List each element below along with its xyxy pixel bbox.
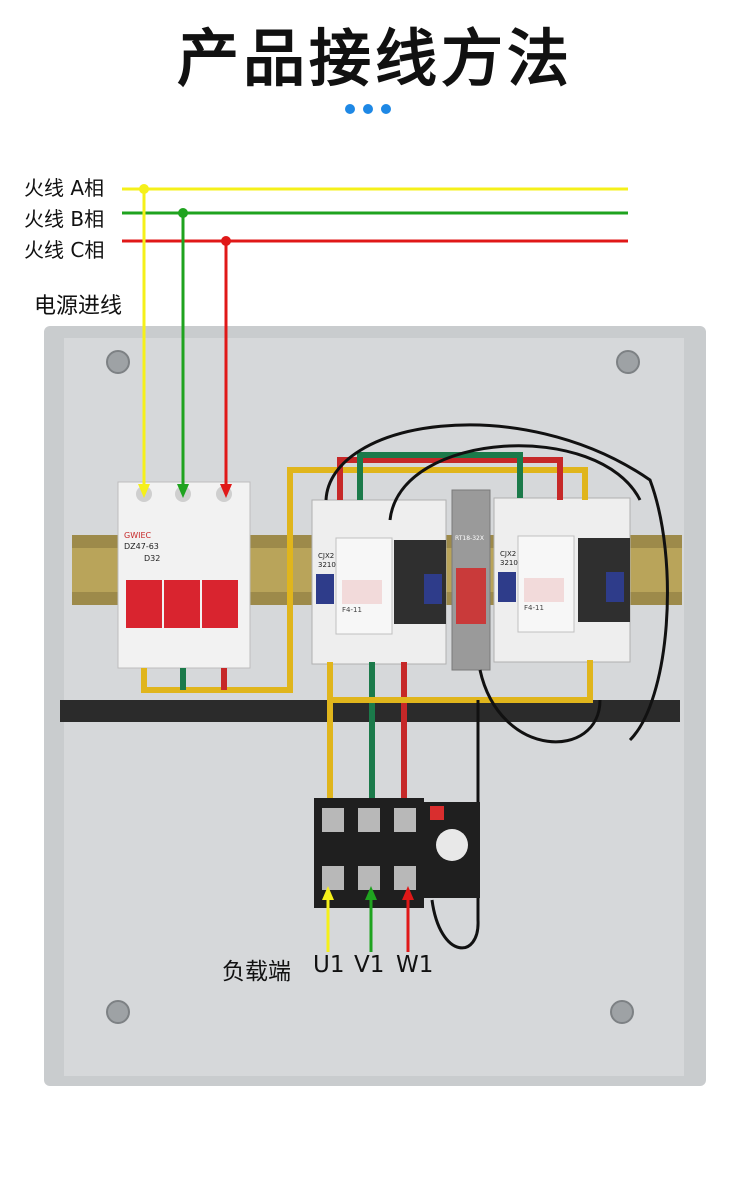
breaker-brand: GWIEC xyxy=(124,531,152,540)
circuit-breaker: GWIEC DZ47-63 D32 xyxy=(117,481,251,669)
contactor-2: CJX2 3210 F4-11 xyxy=(493,497,631,663)
phase-a-node xyxy=(139,184,149,194)
fuse-holder: RT18-32X xyxy=(451,489,491,671)
phase-a-arrow xyxy=(138,484,150,498)
corner-screws xyxy=(106,350,640,1024)
decorative-dots xyxy=(345,104,405,116)
phase-c-label: 火线 C相 xyxy=(24,238,105,262)
terminal-v1-label: V1 xyxy=(354,952,385,978)
load-v1-arrow xyxy=(365,886,377,900)
phase-b-node xyxy=(178,208,188,218)
contactor-2-code: 3210 xyxy=(500,559,518,567)
thermal-relay xyxy=(424,802,480,898)
page-title: 产品接线方法 xyxy=(176,22,573,95)
terminal-u1-label: U1 xyxy=(313,952,345,978)
phase-c-node xyxy=(221,236,231,246)
contactor-2-aux: F4-11 xyxy=(524,604,544,612)
contactor-1-model: CJX2 xyxy=(318,552,334,560)
contactor-1-aux: F4-11 xyxy=(342,606,362,614)
black-control-wires xyxy=(324,423,669,950)
contactor-1: CJX2 3210 F4-11 xyxy=(311,499,447,665)
internal-wiring xyxy=(141,452,593,800)
breaker-rating: D32 xyxy=(144,554,160,563)
contactor-2-model: CJX2 xyxy=(500,550,516,558)
dot xyxy=(381,104,391,114)
breaker-model: DZ47-63 xyxy=(124,542,159,551)
phase-b-arrow xyxy=(177,484,189,498)
power-input-label: 电源进线 xyxy=(34,294,123,319)
fuse-model: RT18-32X xyxy=(455,535,484,542)
phase-c-arrow xyxy=(220,484,232,498)
load-u1-arrow xyxy=(322,886,334,900)
dot xyxy=(363,104,373,114)
dot xyxy=(345,104,355,114)
phase-b-label: 火线 B相 xyxy=(24,207,105,231)
load-label: 负载端 xyxy=(222,959,291,985)
load-w1-arrow xyxy=(402,886,414,900)
contactor-1-code: 3210 xyxy=(318,561,336,569)
terminal-block xyxy=(314,798,424,908)
terminal-w1-label: W1 xyxy=(396,952,434,978)
phase-a-label: 火线 A相 xyxy=(24,176,105,200)
